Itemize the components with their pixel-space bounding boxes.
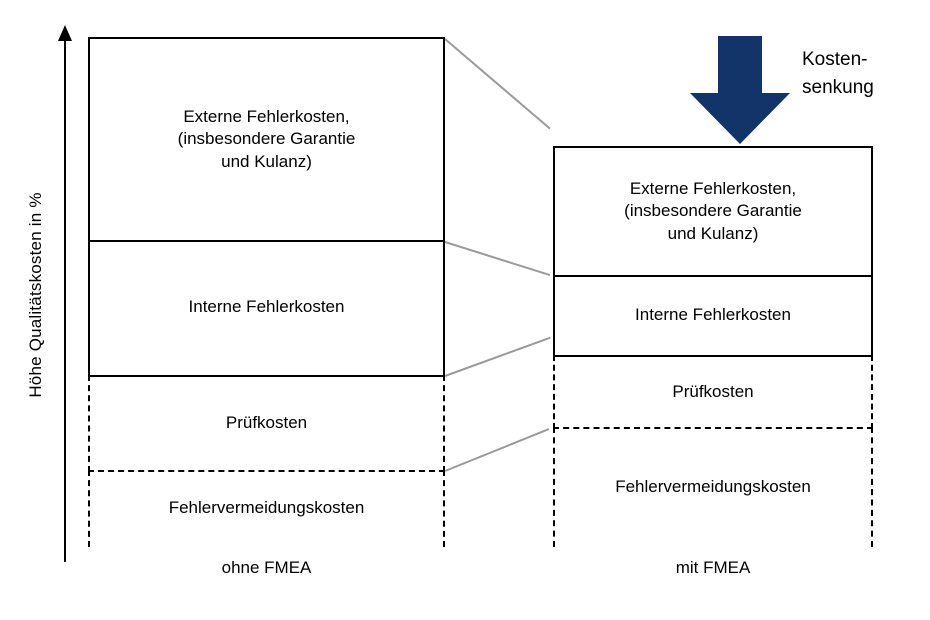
kostensenkung-label: Kosten- senkung [802,49,874,98]
connector-line-interne-pruef [444,336,551,377]
down-arrow-icon [690,36,790,144]
connector-line-top [444,38,551,130]
segment-label: Interne Fehlerkosten [635,304,791,324]
column-caption-ohne-fmea: ohne FMEA [221,558,312,577]
segment-label: Fehlervermeidungskosten [615,476,811,496]
segment-label: Fehlervermeidungskosten [168,498,365,518]
ohne-fmea-segment-fehlervermeidungskosten: Fehlervermeidungskosten [88,470,445,547]
mit-fmea-segment-externe-fehlerkosten: Externe Fehlerkosten, (insbesondere Gara… [553,146,873,277]
y-axis-line [64,34,66,562]
segment-label: Externe Fehlerkosten, (insbesondere Gara… [624,178,802,243]
column-caption-mit-fmea: mit FMEA [675,558,751,577]
ohne-fmea-segment-externe-fehlerkosten: Externe Fehlerkosten, (insbesondere Gara… [88,37,445,242]
mit-fmea-segment-interne-fehlerkosten: Interne Fehlerkosten [553,275,873,357]
mit-fmea-segment-pruefkosten: Prüfkosten [553,355,873,429]
segment-label: Externe Fehlerkosten, (insbesondere Gara… [177,106,356,171]
mit-fmea-segment-fehlervermeidungskosten: Fehlervermeidungskosten [553,427,873,547]
connector-line-pruef-vermeidung [444,428,550,472]
down-arrow-shaft [718,36,762,96]
down-arrow-head [690,93,790,144]
ohne-fmea-segment-pruefkosten: Prüfkosten [88,375,445,472]
y-axis-label: Höhe Qualitätskosten in % [26,192,45,398]
segment-label: Interne Fehlerkosten [188,297,345,317]
segment-label: Prüfkosten [225,413,308,433]
segment-label: Prüfkosten [672,381,754,401]
axis-arrow-up-icon [58,25,72,41]
connector-line-externe-interne [444,241,551,277]
ohne-fmea-segment-interne-fehlerkosten: Interne Fehlerkosten [88,240,445,377]
